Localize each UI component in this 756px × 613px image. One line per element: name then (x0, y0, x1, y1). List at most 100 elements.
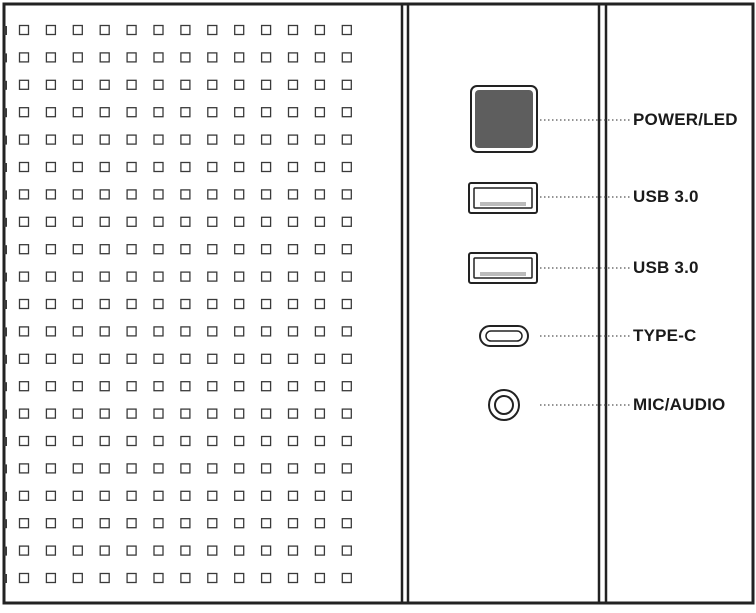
case-outline (4, 4, 753, 603)
vent-hole (208, 135, 217, 144)
vent-hole (127, 327, 136, 336)
vent-hole (208, 108, 217, 117)
vent-hole-edge (4, 190, 7, 199)
vent-hole (46, 217, 55, 226)
vent-hole (154, 245, 163, 254)
vent-hole (73, 272, 82, 281)
vent-hole (46, 26, 55, 35)
vent-hole (342, 272, 351, 281)
vent-hole (46, 382, 55, 391)
vent-hole (46, 135, 55, 144)
vent-hole-edge (4, 245, 7, 254)
vent-hole (342, 354, 351, 363)
vent-hole (20, 546, 29, 555)
vent-hole (100, 272, 109, 281)
vent-hole (235, 409, 244, 418)
vent-hole (73, 108, 82, 117)
vent-hole (262, 108, 271, 117)
vent-hole-edge (4, 218, 7, 227)
vent-hole (127, 464, 136, 473)
vent-hole (46, 491, 55, 500)
vent-hole (46, 190, 55, 199)
vent-hole (342, 546, 351, 555)
vent-hole (235, 135, 244, 144)
vent-hole (235, 217, 244, 226)
vent-hole-edge (4, 547, 7, 556)
vent-hole (235, 53, 244, 62)
vent-hole (208, 53, 217, 62)
vent-hole (342, 574, 351, 583)
vent-hole (289, 272, 298, 281)
vent-hole (262, 327, 271, 336)
vent-hole (315, 437, 324, 446)
vent-hole (154, 53, 163, 62)
vent-hole (100, 190, 109, 199)
vent-hole (181, 409, 190, 418)
vent-hole (181, 354, 190, 363)
label-type-c: TYPE-C (633, 326, 697, 346)
vent-hole (262, 80, 271, 89)
vent-hole (315, 26, 324, 35)
vent-hole (181, 217, 190, 226)
vent-hole (235, 464, 244, 473)
vent-hole (73, 546, 82, 555)
vent-hole (20, 108, 29, 117)
vent-hole (20, 245, 29, 254)
vent-hole (289, 135, 298, 144)
vent-hole (20, 437, 29, 446)
vent-hole (127, 491, 136, 500)
vent-hole (154, 519, 163, 528)
vent-hole (46, 108, 55, 117)
vent-hole (262, 190, 271, 199)
vent-hole (127, 519, 136, 528)
vent-hole (181, 464, 190, 473)
vent-hole (315, 190, 324, 199)
vent-hole-edge (4, 26, 7, 35)
vent-hole (235, 80, 244, 89)
vent-hole-edge (4, 300, 7, 309)
vent-hole (127, 300, 136, 309)
vent-hole (262, 300, 271, 309)
vent-hole (100, 464, 109, 473)
vent-hole (289, 190, 298, 199)
vent-hole (289, 574, 298, 583)
vent-hole (20, 26, 29, 35)
vent-hole (289, 491, 298, 500)
vent-hole (235, 327, 244, 336)
vent-hole (181, 546, 190, 555)
vent-hole (289, 108, 298, 117)
vent-hole-edge (4, 355, 7, 364)
label-usb-1: USB 3.0 (633, 187, 699, 207)
vent-hole (289, 546, 298, 555)
vent-hole (127, 437, 136, 446)
vent-hole (20, 464, 29, 473)
vent-hole (289, 300, 298, 309)
vent-hole (208, 190, 217, 199)
vent-hole (20, 217, 29, 226)
vent-hole (73, 135, 82, 144)
vent-hole (46, 327, 55, 336)
vent-hole (20, 300, 29, 309)
vent-hole (208, 80, 217, 89)
vent-hole (342, 437, 351, 446)
vent-hole (100, 409, 109, 418)
vent-hole (342, 245, 351, 254)
vent-hole (208, 491, 217, 500)
vent-hole-edge (4, 136, 7, 145)
label-power-led: POWER/LED (633, 110, 738, 130)
vent-hole (100, 382, 109, 391)
vent-hole (154, 437, 163, 446)
vent-hole (127, 217, 136, 226)
vent-hole (73, 190, 82, 199)
vent-hole (262, 272, 271, 281)
vent-hole (73, 519, 82, 528)
vent-hole (100, 574, 109, 583)
vent-hole (342, 53, 351, 62)
vent-hole (315, 300, 324, 309)
vent-hole (20, 382, 29, 391)
vent-hole (100, 26, 109, 35)
vent-hole (73, 80, 82, 89)
vent-hole (181, 26, 190, 35)
vent-hole (235, 190, 244, 199)
